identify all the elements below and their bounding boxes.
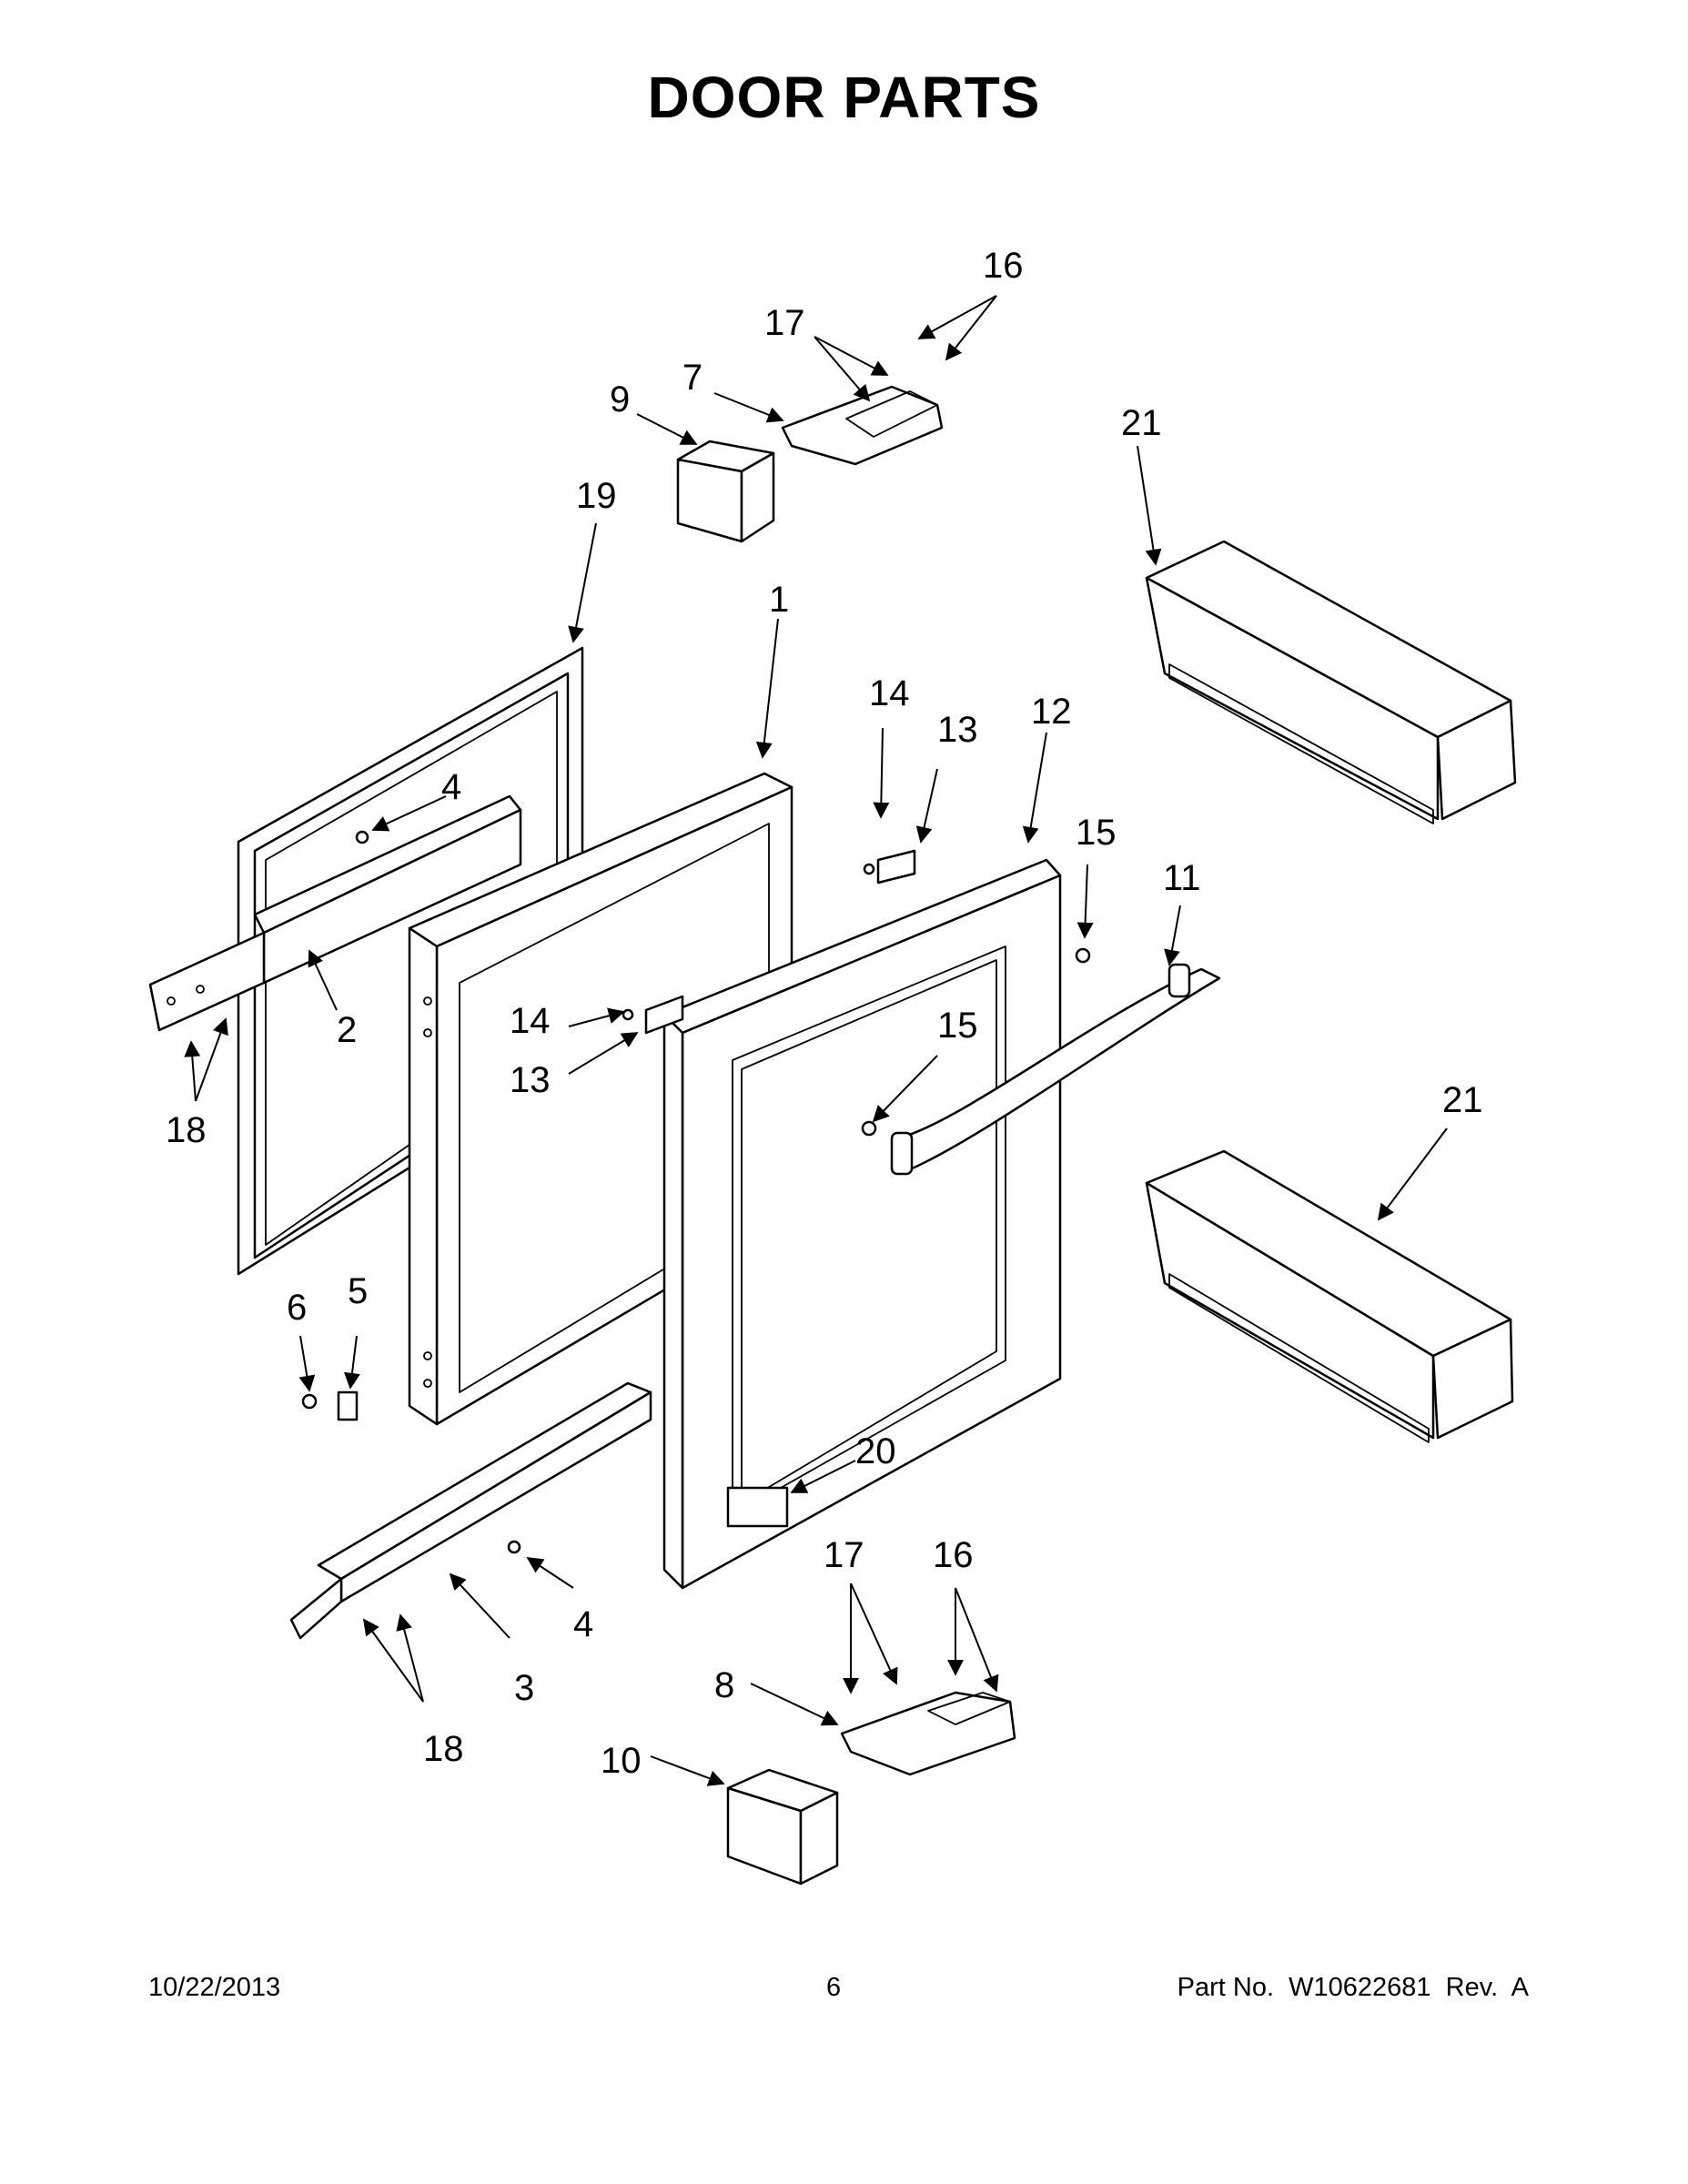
door-bin-upper (1145, 540, 1517, 824)
callout-21-top: 21 (1121, 403, 1162, 443)
callout-13-lower: 13 (510, 1060, 551, 1100)
callout-4-lower: 4 (573, 1604, 593, 1644)
callout-3: 3 (514, 1668, 534, 1708)
footer-page-number: 6 (826, 1973, 842, 2002)
callout-1: 1 (769, 580, 789, 620)
callout-21-bottom: 21 (1442, 1080, 1483, 1120)
lower-liner-rail (289, 1381, 652, 1640)
door-panel (662, 858, 1062, 1590)
footer-date: 10/22/2013 (148, 1973, 281, 2002)
upper-hinge (781, 385, 944, 466)
page-title: DOOR PARTS (647, 65, 1041, 130)
callout-20: 20 (855, 1431, 896, 1471)
leader-lines (184, 295, 1448, 1786)
callout-13-upper: 13 (937, 710, 978, 750)
callout-8: 8 (714, 1665, 734, 1705)
footer-part-number: Part No. W10622681 Rev. A (1177, 1973, 1529, 2002)
callout-2: 2 (337, 1010, 357, 1050)
small-hardware (301, 830, 1091, 1554)
callout-18-lower: 18 (423, 1729, 464, 1769)
callout-11: 11 (1163, 858, 1201, 898)
callout-15-right: 15 (1076, 813, 1117, 853)
callout-12: 12 (1031, 692, 1072, 732)
lower-hinge (840, 1691, 1016, 1776)
callout-labels: 16 17 7 9 21 19 1 14 13 12 15 11 4 2 18 … (166, 246, 1483, 1781)
callout-9: 9 (610, 379, 630, 420)
callout-14-upper: 14 (869, 673, 910, 713)
callout-4-upper: 4 (441, 767, 461, 807)
callout-18-upper: 18 (166, 1110, 207, 1150)
lower-hinge-cover (726, 1768, 839, 1886)
door-handle (890, 963, 1221, 1176)
callout-6: 6 (287, 1288, 307, 1328)
door-bin-lower (1145, 1149, 1514, 1443)
callout-15-lower: 15 (937, 1006, 978, 1046)
callout-17-bottom: 17 (824, 1535, 864, 1575)
upper-liner-rail (148, 794, 522, 1032)
callout-16-bottom: 16 (933, 1535, 974, 1575)
upper-hinge-cover (676, 440, 775, 543)
callout-16-top: 16 (983, 246, 1024, 286)
callout-14-lower: 14 (510, 1001, 551, 1041)
callout-10: 10 (601, 1741, 642, 1781)
callout-19: 19 (576, 476, 617, 516)
callout-5: 5 (348, 1271, 368, 1311)
callout-17-top: 17 (764, 303, 805, 343)
callout-7: 7 (682, 358, 702, 398)
